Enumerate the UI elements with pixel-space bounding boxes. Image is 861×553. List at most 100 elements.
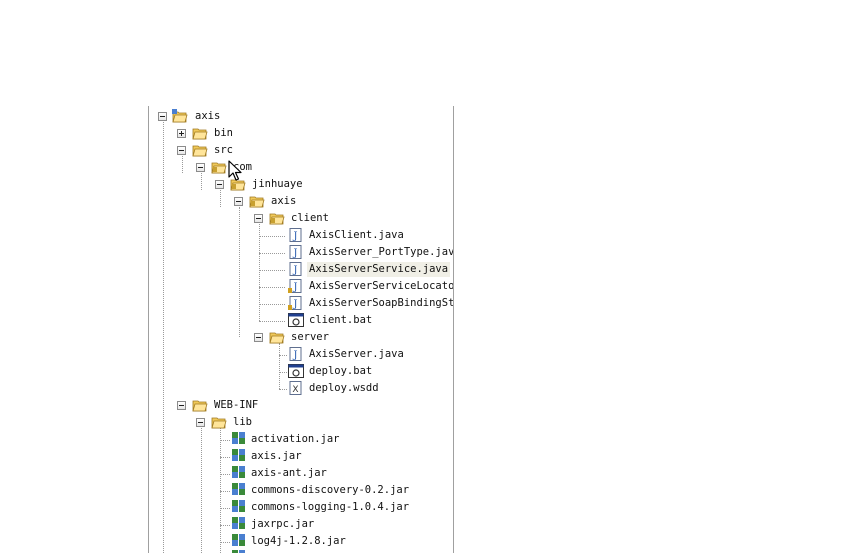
package-folder-icon xyxy=(249,196,265,208)
package-folder-icon xyxy=(269,213,285,225)
tree-guide xyxy=(239,207,240,337)
expand-toggle[interactable] xyxy=(177,129,186,138)
collapse-toggle[interactable] xyxy=(158,112,167,121)
tree-guide xyxy=(259,287,285,288)
collapse-toggle[interactable] xyxy=(234,197,243,206)
tree-guide xyxy=(220,428,221,553)
tree-row-axis-ant-jar[interactable]: axis-ant.jar xyxy=(149,465,449,482)
tree-label: axis-ant.jar xyxy=(251,467,327,479)
tree-label: deploy.bat xyxy=(309,365,373,377)
batch-file-icon xyxy=(288,313,304,327)
tree-label: jaxrpc.jar xyxy=(251,518,315,530)
tree-row-client-bat[interactable]: client.bat xyxy=(149,312,449,329)
tree-label: axis xyxy=(271,195,297,207)
tree-row-axisclient-java[interactable]: J AxisClient.java xyxy=(149,227,449,244)
java-file-icon: J xyxy=(289,347,302,361)
tree-row-log4j-jar[interactable]: log4j-1.2.8.jar xyxy=(149,533,449,550)
folder-icon xyxy=(269,332,285,344)
tree-row-deploy-wsdd[interactable]: X deploy.wsdd xyxy=(149,380,449,397)
java-file-icon: J xyxy=(288,279,302,293)
project-folder-icon xyxy=(172,109,188,123)
svg-text:J: J xyxy=(292,231,297,242)
tree-label: axis.jar xyxy=(251,450,302,462)
collapse-toggle[interactable] xyxy=(177,401,186,410)
tree-row-porttype-java[interactable]: J AxisServer_PortType.java xyxy=(149,244,453,261)
tree-label: AxisServerService.java xyxy=(307,262,451,277)
tree-label: AxisClient.java xyxy=(309,229,404,241)
tree-guide xyxy=(182,156,183,173)
folder-icon xyxy=(211,417,227,429)
collapse-toggle[interactable] xyxy=(215,180,224,189)
tree-row-bin[interactable]: bin xyxy=(149,125,449,142)
svg-text:J: J xyxy=(292,265,297,276)
collapse-toggle[interactable] xyxy=(196,163,205,172)
tree-row-com[interactable]: com xyxy=(149,159,449,176)
tree-row-lib[interactable]: lib xyxy=(149,414,449,431)
tree-guide xyxy=(259,321,285,322)
jar-file-icon xyxy=(232,483,245,495)
tree-guide xyxy=(163,122,164,553)
tree-row-src[interactable]: src xyxy=(149,142,449,159)
tree-label: AxisServerServiceLocator xyxy=(309,280,454,292)
tree-guide xyxy=(259,236,285,237)
tree-label: lib xyxy=(233,416,252,428)
tree-guide xyxy=(201,173,202,190)
tree-row-axisserver-java[interactable]: J AxisServer.java xyxy=(149,346,449,363)
tree-label: commons-logging-1.0.4.jar xyxy=(251,501,410,513)
tree-guide xyxy=(259,304,285,305)
package-folder-icon xyxy=(211,162,227,174)
tree-guide xyxy=(279,389,287,390)
svg-text:J: J xyxy=(292,282,297,293)
svg-text:J: J xyxy=(292,248,297,259)
tree-row-deploy-bat[interactable]: deploy.bat xyxy=(149,363,449,380)
tree-guide xyxy=(259,253,285,254)
tree-label: deploy.wsdd xyxy=(309,382,379,394)
svg-text:J: J xyxy=(292,299,297,310)
tree-row-client[interactable]: client xyxy=(149,210,449,227)
jar-file-icon xyxy=(232,432,245,444)
tree-row-serverservice-java[interactable]: J AxisServerService.java xyxy=(149,261,451,278)
tree-label: WEB-INF xyxy=(214,399,259,411)
tree-row-soapbinding-java[interactable]: J AxisServerSoapBindingStu xyxy=(149,295,453,312)
tree-label: log4j-1.2.8.jar xyxy=(251,535,346,547)
collapse-toggle[interactable] xyxy=(254,214,263,223)
tree-row-jinhuaye[interactable]: jinhuaye xyxy=(149,176,449,193)
tree-guide xyxy=(259,270,285,271)
tree-guide xyxy=(279,355,287,356)
mouse-cursor-icon xyxy=(228,160,242,181)
tree-row-axis-project[interactable]: axis xyxy=(149,108,449,125)
tree-row-axis-package[interactable]: axis xyxy=(149,193,449,210)
tree-guide xyxy=(259,224,260,321)
tree-row-jaxrpc-jar[interactable]: jaxrpc.jar xyxy=(149,516,449,533)
jar-file-icon xyxy=(232,500,245,512)
tree-guide xyxy=(279,372,287,373)
xml-file-icon: X xyxy=(289,381,302,395)
tree-label: commons-discovery-0.2.jar xyxy=(251,484,410,496)
tree-label: axis xyxy=(195,110,221,122)
tree-row-axis-jar[interactable]: axis.jar xyxy=(149,448,449,465)
tree-row-server[interactable]: server xyxy=(149,329,449,346)
package-explorer-tree: axis bin src com xyxy=(148,106,454,553)
collapse-toggle[interactable] xyxy=(177,146,186,155)
collapse-toggle[interactable] xyxy=(196,418,205,427)
tree-row-commons-discovery-jar[interactable]: commons-discovery-0.2.jar xyxy=(149,482,449,499)
tree-row-web-inf[interactable]: WEB-INF xyxy=(149,397,449,414)
java-file-icon: J xyxy=(288,296,302,310)
jar-file-icon xyxy=(232,466,245,478)
jar-file-icon xyxy=(232,449,245,461)
tree-label: bin xyxy=(214,127,233,139)
collapse-toggle[interactable] xyxy=(254,333,263,342)
svg-text:J: J xyxy=(292,350,297,361)
tree-row-servicelocator-java[interactable]: J AxisServerServiceLocator xyxy=(149,278,453,295)
tree-guide xyxy=(220,457,230,458)
tree-guide xyxy=(220,525,230,526)
tree-label: server xyxy=(291,331,329,343)
tree-row-activation-jar[interactable]: activation.jar xyxy=(149,431,449,448)
tree-label: client xyxy=(291,212,329,224)
tree-label: AxisServerSoapBindingStu xyxy=(309,297,454,309)
tree-row-commons-logging-jar[interactable]: commons-logging-1.0.4.jar xyxy=(149,499,449,516)
tree-label: client.bat xyxy=(309,314,373,326)
folder-icon xyxy=(192,145,208,157)
jar-file-icon xyxy=(232,550,245,553)
tree-guide xyxy=(279,343,280,389)
